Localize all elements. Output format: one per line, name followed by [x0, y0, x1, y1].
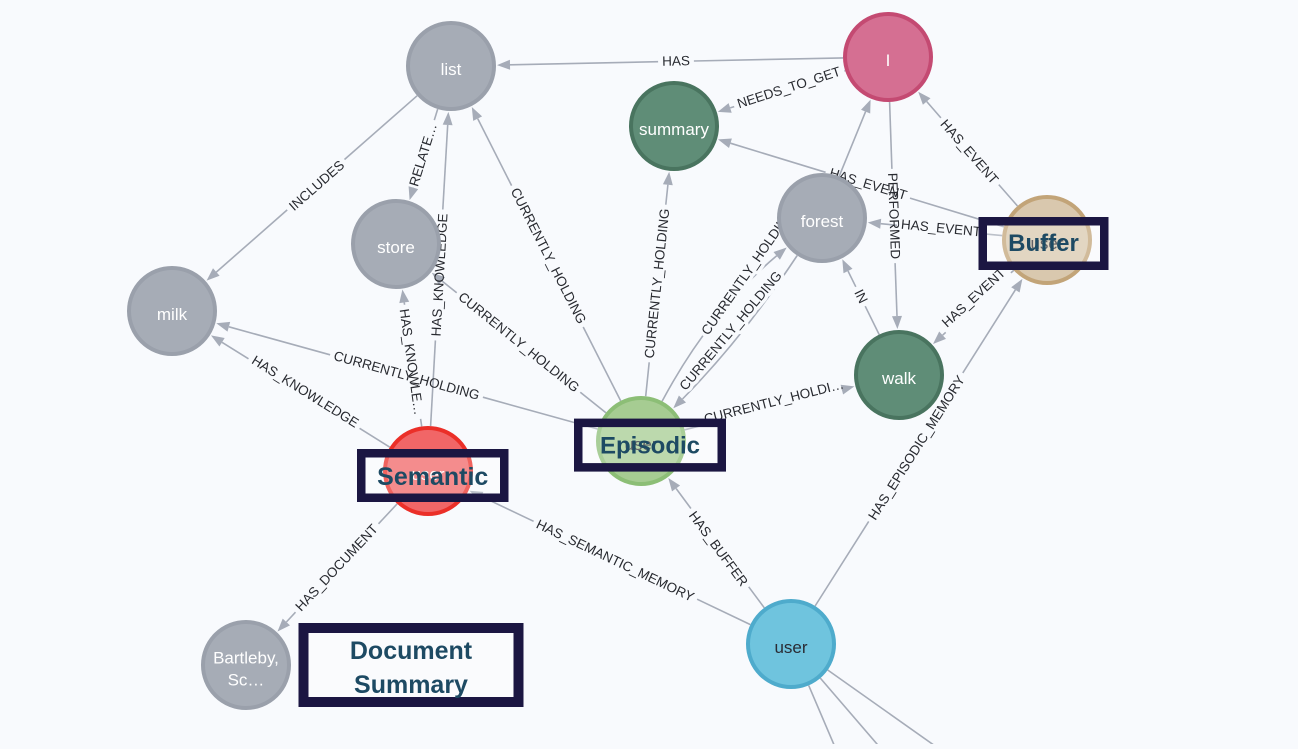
svg-text:Semantic: Semantic [377, 463, 488, 491]
svg-text:I: I [886, 51, 891, 70]
svg-text:HAS: HAS [662, 53, 690, 69]
svg-text:list: list [441, 60, 462, 79]
svg-text:user: user [774, 638, 807, 657]
svg-text:Episodic: Episodic [600, 433, 700, 460]
svg-text:forest: forest [801, 212, 844, 231]
svg-text:milk: milk [157, 305, 188, 324]
svg-text:Buffer: Buffer [1008, 230, 1079, 257]
svg-text:store: store [377, 238, 415, 257]
svg-text:Summary: Summary [354, 671, 468, 699]
svg-text:Sc…: Sc… [228, 670, 265, 689]
svg-text:Bartleby,: Bartleby, [213, 649, 279, 668]
svg-text:Document: Document [350, 637, 473, 665]
svg-text:summary: summary [639, 120, 709, 139]
svg-text:walk: walk [881, 369, 917, 388]
